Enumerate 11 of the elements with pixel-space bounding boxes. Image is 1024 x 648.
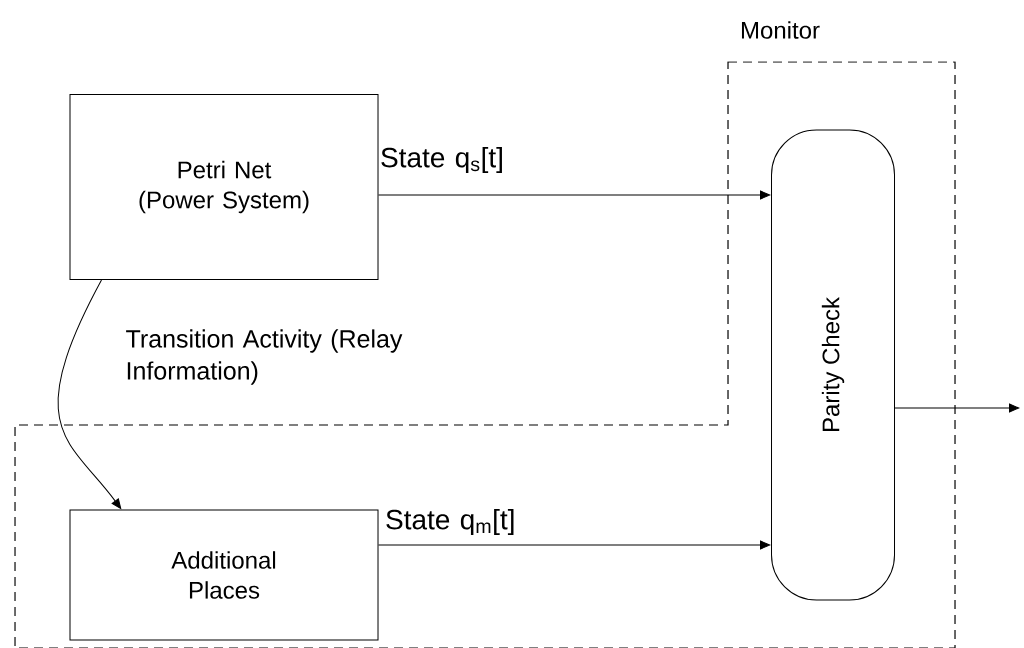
edge-label: Transition Activity (Relay Information): [126, 329, 403, 385]
arrow: [894, 403, 1020, 413]
process-box: Additional Places: [69, 509, 379, 641]
process-box: Parity Check: [771, 129, 895, 601]
arrow: [378, 540, 771, 550]
arrow: [378, 190, 771, 200]
process-box: Petri Net (Power System): [69, 94, 379, 280]
arrow: [57, 279, 122, 509]
edge-label: State q$_{m}$[t]: [386, 508, 514, 536]
edge-label: State q$_{s}$[t]: [381, 146, 502, 174]
node-label: Monitor: [741, 21, 820, 39]
